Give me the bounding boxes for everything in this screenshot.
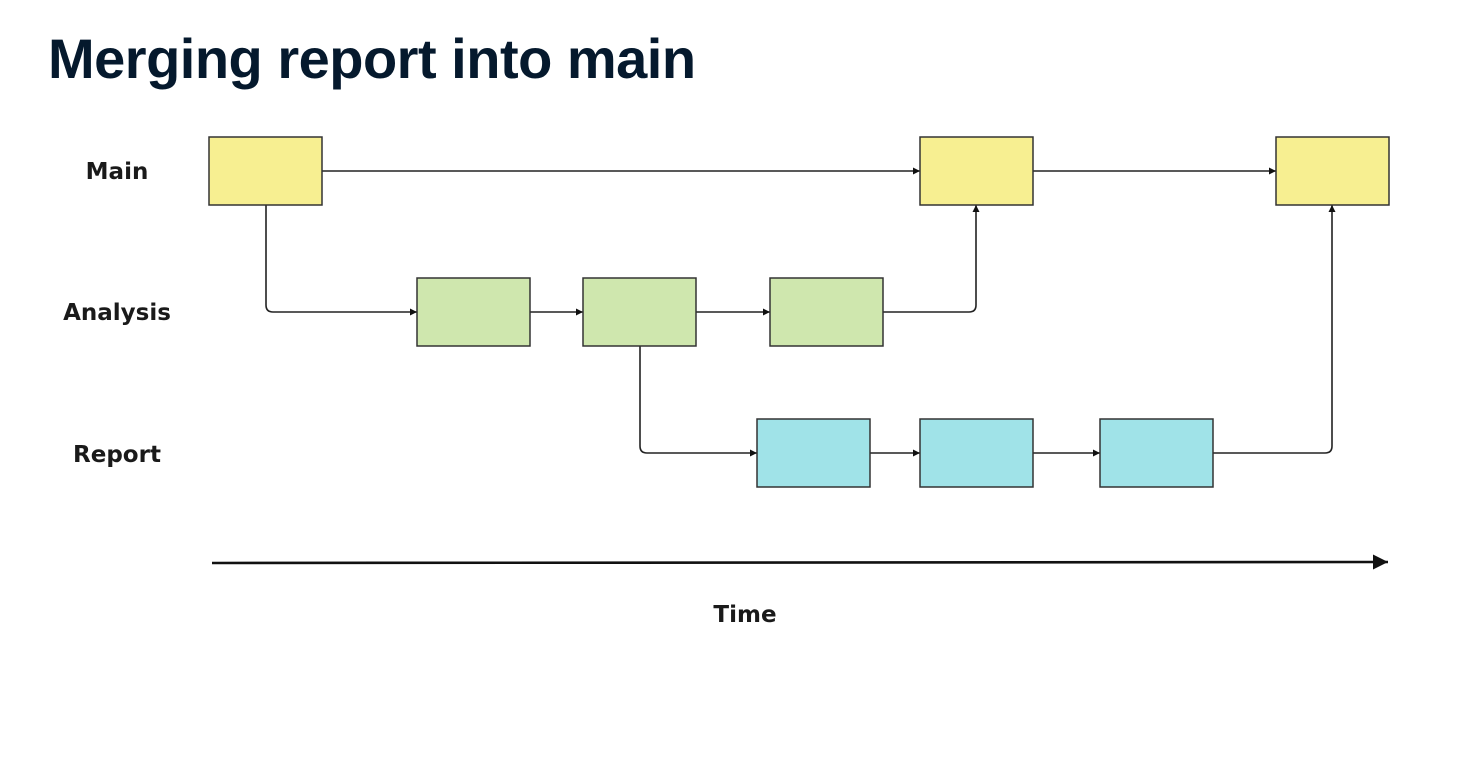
- row-label-analysis: Analysis: [63, 300, 171, 326]
- row-label-report: Report: [73, 442, 161, 468]
- merge-analysis-into-main-arrow: [883, 205, 980, 313]
- time-axis-label: Time: [713, 602, 776, 628]
- row-label-main: Main: [86, 159, 149, 185]
- main-merge-commit-1: [919, 136, 1034, 206]
- merge-report-into-main-arrow: [1212, 205, 1336, 454]
- main-commit-1: [208, 136, 323, 206]
- analysis-commit-2: [582, 277, 697, 347]
- report-commit-3: [1099, 418, 1214, 488]
- branch-main-to-analysis-arrow: [265, 205, 417, 316]
- analysis-commit-3: [769, 277, 884, 347]
- branch-analysis-to-report-arrow: [639, 346, 757, 457]
- report-commit-1: [756, 418, 871, 488]
- report-commit-2: [919, 418, 1034, 488]
- analysis-commit-1: [416, 277, 531, 347]
- page-title: Merging report into main: [48, 27, 696, 90]
- time-axis-arrow: [211, 554, 1389, 570]
- main-merge-commit-2: [1275, 136, 1390, 206]
